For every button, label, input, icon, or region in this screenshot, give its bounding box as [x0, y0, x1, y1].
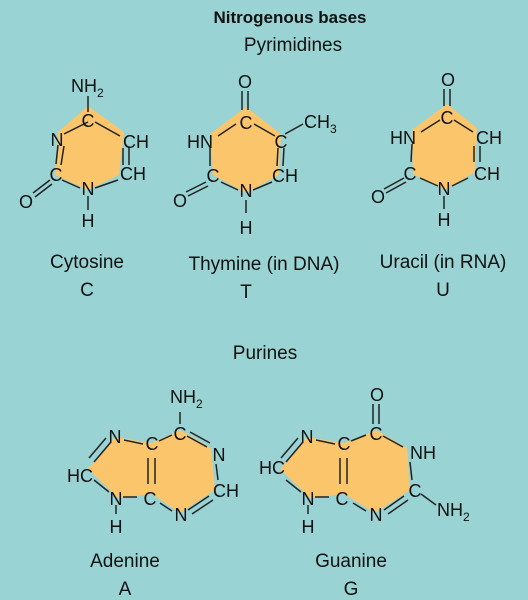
- uracil-ring: [412, 104, 477, 190]
- atom-label: CH: [213, 481, 239, 501]
- atom-label: C: [144, 489, 157, 509]
- atom-label: NH: [410, 443, 436, 463]
- base-name-uracil: Uracil (in RNA): [380, 252, 507, 273]
- atom-label: HN: [390, 128, 416, 148]
- atom-label: N: [438, 179, 451, 199]
- guanine-six-ring: [344, 430, 410, 513]
- atom-label: HC: [259, 458, 285, 478]
- atom-label: N: [175, 505, 188, 525]
- atom-label: N: [301, 427, 314, 447]
- section-title-purines: Purines: [233, 343, 297, 364]
- atom-label: C: [82, 111, 95, 131]
- cytosine-structure: NH2 C N CH CH C N O H: [19, 76, 149, 231]
- atom-label: C: [240, 113, 253, 133]
- atom-label: C: [338, 434, 351, 454]
- atom-label: C: [174, 424, 187, 444]
- atom-label: O: [173, 191, 187, 211]
- atom-label: H: [302, 517, 315, 537]
- atom-label: NH2: [170, 387, 203, 411]
- atom-label: C: [409, 481, 422, 501]
- atom-label: O: [370, 385, 384, 405]
- atom-label: H: [110, 517, 123, 537]
- atom-label: C: [336, 489, 349, 509]
- atom-label: C: [146, 434, 159, 454]
- atom-label: N: [302, 489, 315, 509]
- atom-label: C: [50, 165, 63, 185]
- atom-label: NH2: [437, 500, 470, 524]
- adenine-structure: NH2 N C C N HC CH N C N H: [67, 387, 239, 537]
- atom-label: CH: [120, 164, 146, 184]
- atom-label: O: [441, 70, 455, 90]
- atom-label: H: [240, 218, 253, 238]
- base-name-thymine: Thymine (in DNA): [189, 254, 340, 275]
- atom-label: CH: [123, 132, 149, 152]
- atom-label: C: [207, 166, 220, 186]
- atom-label: HC: [67, 466, 93, 486]
- cytosine-ring: [55, 106, 124, 190]
- atom-label: H: [438, 210, 451, 230]
- base-letter-uracil: U: [436, 280, 450, 301]
- atom-label: N: [110, 489, 123, 509]
- atom-label: O: [371, 187, 385, 207]
- atom-label: NH2: [71, 76, 104, 100]
- atom-label: CH: [476, 128, 502, 148]
- diagram-title: Nitrogenous bases: [213, 8, 366, 27]
- base-name-cytosine: Cytosine: [50, 252, 124, 273]
- atom-label: C: [404, 164, 417, 184]
- atom-label: CH3: [304, 112, 337, 136]
- base-letter-cytosine: C: [80, 280, 94, 301]
- atom-label: C: [275, 132, 288, 152]
- atom-label: N: [213, 445, 226, 465]
- atom-label: H: [82, 211, 95, 231]
- base-name-guanine: Guanine: [315, 551, 387, 572]
- adenine-five-ring: [88, 437, 152, 498]
- base-letter-guanine: G: [344, 579, 359, 600]
- atom-label: N: [240, 181, 253, 201]
- guanine-structure: O N C C NH HC C N C N NH2 H: [259, 385, 470, 537]
- base-letter-adenine: A: [119, 579, 132, 600]
- uracil-structure: O C HN CH C CH N O H: [371, 70, 502, 230]
- atom-label: N: [82, 179, 95, 199]
- section-title-pyrimidines: Pyrimidines: [244, 35, 342, 56]
- atom-label: O: [19, 192, 33, 212]
- atom-label: CH: [474, 164, 500, 184]
- atom-label: C: [370, 424, 383, 444]
- atom-label: N: [370, 505, 383, 525]
- atom-label: HN: [187, 132, 213, 152]
- thymine-structure: O C CH3 HN C C CH N O H: [173, 72, 337, 238]
- atom-label: C: [441, 108, 454, 128]
- base-letter-thymine: T: [240, 282, 252, 303]
- atom-label: N: [51, 130, 64, 150]
- atom-label: CH: [272, 166, 298, 186]
- base-name-adenine: Adenine: [90, 551, 160, 572]
- atom-label: O: [238, 72, 252, 92]
- guanine-five-ring: [280, 437, 344, 498]
- atom-label: N: [109, 427, 122, 447]
- adenine-six-ring: [152, 430, 215, 513]
